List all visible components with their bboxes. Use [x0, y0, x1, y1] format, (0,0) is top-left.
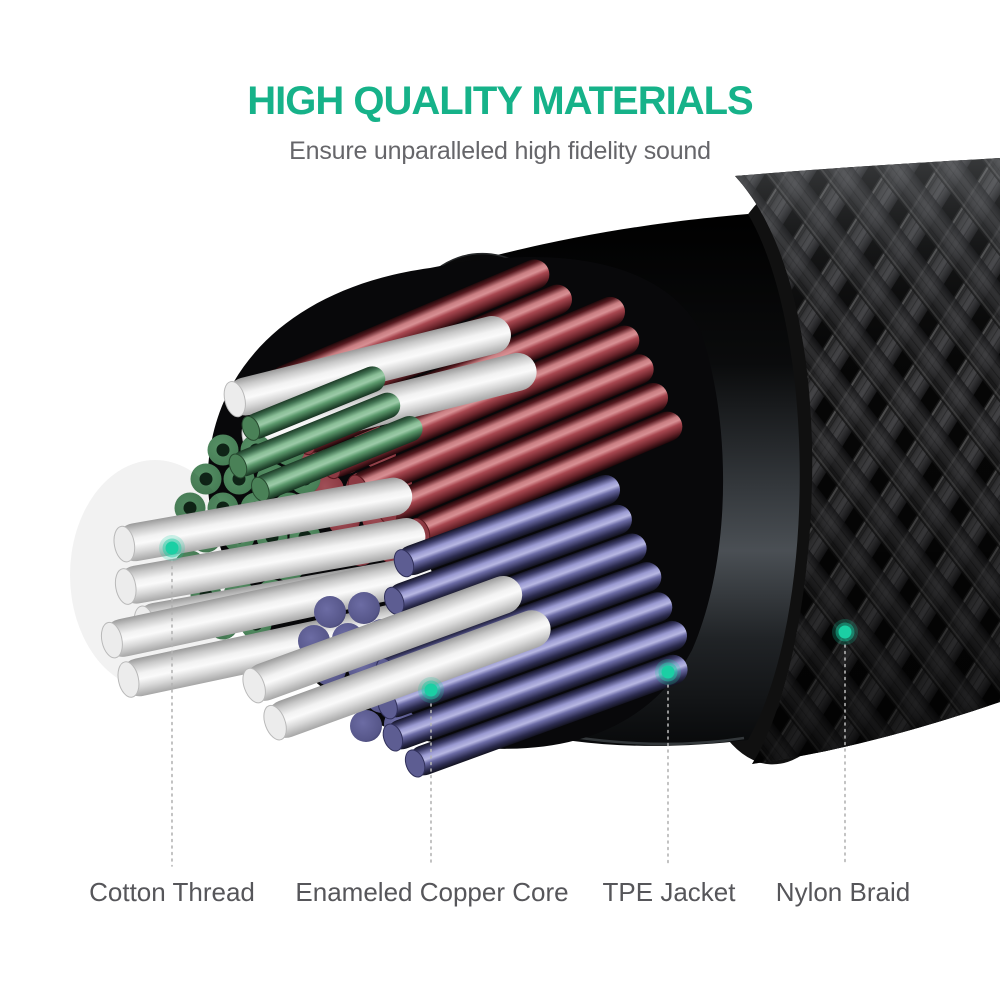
- callout-label-nylon-braid: Nylon Braid: [775, 877, 911, 907]
- callout-dot-cotton-thread: [159, 535, 185, 561]
- nylon-braid-section: [673, 158, 1000, 765]
- page-subtitle: Ensure unparalleled high fidelity sound: [289, 137, 711, 165]
- callout-dot-tpe-jacket: [655, 659, 681, 685]
- signal-wire-blue-bundle: [375, 475, 688, 778]
- ground-wire-green-rods: [228, 366, 423, 502]
- cotton-thread-bottom-pair: [242, 575, 551, 741]
- page-title: HIGH QUALITY MATERIALS: [247, 79, 753, 123]
- callout-dot-nylon-braid: [832, 619, 858, 645]
- callout-label-cotton-thread: Cotton Thread: [89, 877, 255, 907]
- callout-dot-enameled-copper-core: [418, 677, 444, 703]
- callout-label-tpe-jacket: TPE Jacket: [602, 877, 736, 907]
- callout-label-enameled-copper-core: Enameled Copper Core: [295, 877, 569, 907]
